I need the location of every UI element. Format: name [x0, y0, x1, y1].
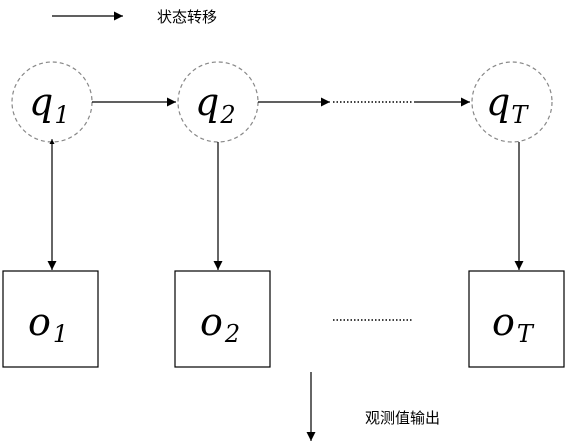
state-label-qT: qT: [486, 80, 529, 129]
observation-node-oT: oT: [468, 270, 565, 368]
state-node-qT: qT: [471, 61, 553, 143]
legend-output-label: 观测值输出: [365, 409, 440, 427]
observation-label-oT: oT: [492, 300, 535, 348]
legend-transition-label: 状态转移: [157, 8, 217, 26]
observation-label-o1: o1: [28, 300, 68, 348]
state-node-q1: q1: [11, 61, 93, 143]
state-label-q1: q1: [29, 80, 70, 129]
observation-box-o2: [174, 270, 271, 368]
observation-box-o1: [2, 270, 99, 368]
state-node-q2: q2: [177, 61, 259, 143]
state-circle-qT: [471, 61, 553, 143]
observation-node-o2: o2: [174, 270, 271, 368]
observation-box-oT: [468, 270, 565, 368]
observation-label-o2: o2: [200, 300, 240, 348]
observation-node-o1: o1: [2, 270, 99, 368]
state-label-q2: q2: [195, 80, 236, 129]
